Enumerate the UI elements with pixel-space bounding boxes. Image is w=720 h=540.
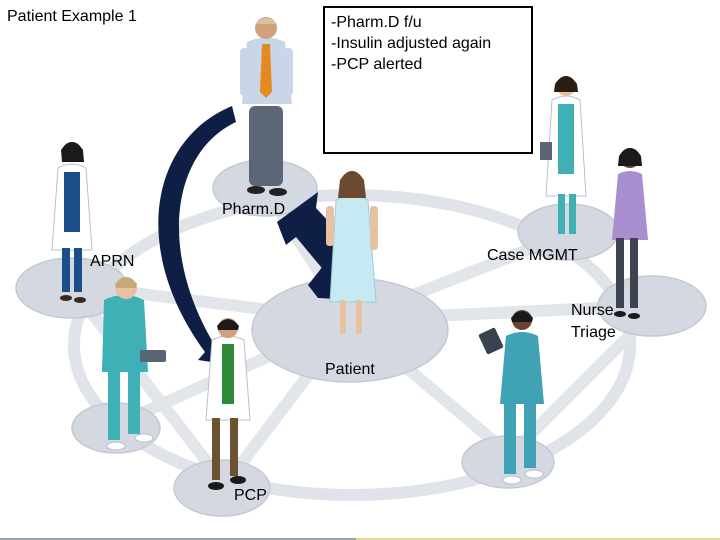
note-line: -Pharm.D f/u: [331, 14, 422, 31]
patient-figure: [326, 171, 378, 334]
platform-nurse-triage: [597, 275, 707, 337]
curved-arrow: [158, 106, 236, 365]
pcp-figure: [205, 318, 251, 490]
aprn-figure: [51, 142, 93, 303]
note-box: -Pharm.D f/u -Insulin adjusted again -PC…: [323, 6, 533, 154]
page-title: Patient Example 1: [7, 8, 137, 25]
label-triage-line: Triage: [571, 324, 616, 341]
label-case-mgmt: Case MGMT: [487, 247, 578, 264]
note-line: -PCP alerted: [331, 56, 423, 73]
bottom-rule: [0, 538, 720, 540]
label-nurse-triage: Nurse Triage: [571, 300, 631, 344]
label-pcp: PCP: [234, 487, 267, 504]
aprn-scrubs-figure: [102, 277, 166, 451]
label-patient: Patient: [325, 361, 375, 378]
label-pharmd: Pharm.D: [222, 201, 286, 218]
nurse-triage-figure: [612, 148, 648, 319]
label-nurse-line: Nurse: [571, 302, 614, 319]
pharmd-figure: [240, 17, 293, 196]
note-line: -Insulin adjusted again: [331, 35, 492, 52]
label-aprn: APRN: [90, 253, 135, 270]
case-mgmt-figure: [540, 76, 587, 234]
nurse-tablet-figure: [478, 310, 544, 485]
